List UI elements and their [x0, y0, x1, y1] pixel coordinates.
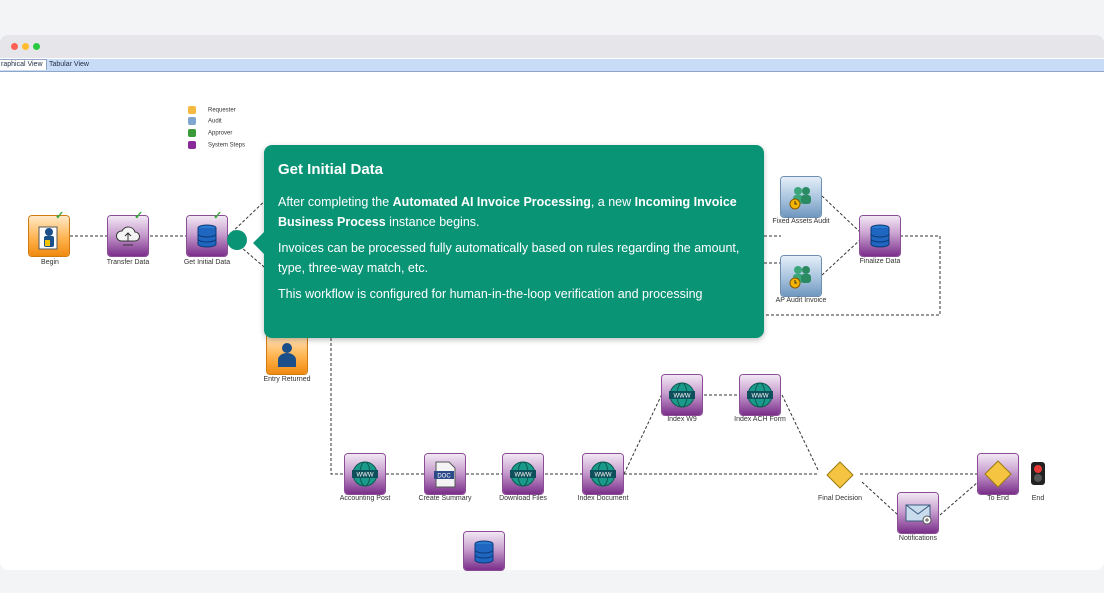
tooltip-title: Get Initial Data — [278, 161, 384, 178]
legend-swatch — [188, 129, 196, 137]
node-label-transfer-data: Transfer Data — [106, 259, 150, 266]
completed-check-icon: ✓ — [55, 210, 65, 222]
cloud-transfer-icon — [115, 226, 140, 246]
legend-item-approver: Approver — [188, 129, 232, 138]
decision-diamond-icon — [826, 461, 854, 489]
tooltip-bold-text: Automated AI Invoice Processing — [392, 195, 591, 209]
legend-swatch — [188, 106, 196, 114]
node-label-index-document: Index Document — [577, 495, 629, 502]
completed-check-icon: ✓ — [213, 210, 223, 222]
node-download-files[interactable]: WWW — [503, 454, 543, 494]
tab-tabular-view[interactable]: Tabular View — [49, 61, 89, 68]
legend-label: Audit — [208, 118, 222, 125]
node-begin[interactable] — [29, 216, 69, 256]
node-label-notifications: Notifications — [898, 535, 938, 542]
node-label-download-files: Download Files — [499, 495, 547, 502]
envelope-icon — [905, 504, 932, 525]
node-notifications[interactable] — [898, 493, 938, 533]
red-light — [1034, 465, 1042, 473]
maximize-window-button[interactable] — [33, 43, 40, 50]
node-entry-returned[interactable] — [267, 334, 307, 374]
web-globe-icon: WWW — [669, 382, 695, 408]
tab-graphical-view[interactable]: raphical View — [0, 59, 47, 70]
node-create-summary[interactable]: DOC — [425, 454, 465, 494]
node-ap-audit-invoice[interactable] — [781, 256, 821, 296]
www-text: WWW — [752, 394, 769, 400]
traffic-light-icon[interactable] — [1031, 462, 1045, 485]
decision-diamond-icon — [984, 460, 1012, 488]
person-icon — [278, 343, 296, 367]
completed-check-icon: ✓ — [134, 210, 144, 222]
node-fixed-assets-audit[interactable] — [781, 177, 821, 217]
legend-swatch — [188, 141, 196, 149]
tooltip-anchor-marker[interactable] — [227, 230, 247, 250]
tooltip-paragraph-1: After completing the Automated AI Invoic… — [278, 192, 748, 232]
node-label-get-initial-data: Get Initial Data — [183, 259, 231, 266]
tooltip-text: After completing the — [278, 195, 393, 209]
database-icon — [474, 540, 494, 564]
tooltip-pointer — [253, 232, 264, 254]
title-bar — [0, 35, 1104, 58]
node-finalize-data[interactable] — [860, 216, 900, 256]
web-globe-icon: WWW — [747, 382, 773, 408]
www-text: WWW — [515, 473, 532, 479]
node-label-to-end: To End — [987, 495, 1009, 502]
tooltip-paragraph-3: This workflow is configured for human-in… — [278, 287, 703, 301]
node-partial-database[interactable] — [464, 532, 504, 570]
web-globe-icon: WWW — [352, 461, 378, 487]
close-window-button[interactable] — [11, 43, 18, 50]
www-text: WWW — [595, 473, 612, 479]
node-index-w9[interactable]: WWW — [662, 375, 702, 415]
tooltip-text: , a new — [590, 195, 635, 209]
legend-swatch — [188, 117, 196, 125]
web-globe-icon: WWW — [590, 461, 616, 487]
node-label-begin: Begin — [41, 259, 59, 266]
legend-item-audit: Audit — [188, 117, 222, 126]
web-globe-icon: WWW — [510, 461, 536, 487]
step-info-tooltip: Get Initial Data After completing the Au… — [253, 145, 764, 338]
person-document-icon — [38, 226, 58, 250]
doc-text: DOC — [437, 474, 451, 480]
tooltip-bold-text: Incoming Invoice Business Process — [278, 195, 737, 229]
node-index-ach-form[interactable]: WWW — [740, 375, 780, 415]
database-icon — [197, 224, 217, 248]
database-icon — [870, 224, 890, 248]
document-icon: DOC — [434, 461, 456, 488]
auditors-clock-icon — [789, 266, 811, 289]
tooltip-text: instance begins. — [385, 215, 480, 229]
node-label-index-ach-form: Index ACH Form — [734, 416, 786, 423]
node-label-create-summary: Create Summary — [418, 495, 472, 502]
node-accounting-post[interactable]: WWW — [345, 454, 385, 494]
node-label-end: End — [1031, 495, 1045, 502]
auditors-clock-icon — [789, 187, 811, 210]
node-final-decision[interactable] — [826, 461, 854, 489]
legend-item-system-steps: System Steps — [188, 141, 245, 150]
node-label-finalize-data: Finalize Data — [859, 258, 901, 265]
tooltip-paragraph-2: Invoices can be processed fully automati… — [278, 241, 740, 275]
minimize-window-button[interactable] — [22, 43, 29, 50]
node-to-end[interactable] — [978, 454, 1018, 494]
node-label-index-w9: Index W9 — [667, 416, 697, 423]
www-text: WWW — [357, 473, 374, 479]
node-label-ap-audit-invoice: AP Audit Invoice — [775, 297, 827, 304]
www-text: WWW — [674, 394, 691, 400]
off-light — [1034, 474, 1042, 482]
node-label-entry-returned: Entry Returned — [263, 376, 311, 383]
node-index-document[interactable]: WWW — [583, 454, 623, 494]
node-label-final-decision: Final Decision — [818, 495, 862, 502]
legend-label: Approver — [208, 130, 233, 137]
node-label-accounting-post: Accounting Post — [339, 495, 391, 502]
node-transfer-data[interactable] — [108, 216, 148, 256]
legend-label: System Steps — [208, 142, 246, 149]
legend-label: Requester — [208, 107, 236, 114]
node-get-initial-data[interactable] — [187, 216, 227, 256]
legend-item-requester: Requester — [188, 106, 236, 115]
view-tab-bar: raphical View Tabular View — [0, 59, 1104, 72]
node-label-fixed-assets-audit: Fixed Assets Audit — [772, 218, 830, 225]
